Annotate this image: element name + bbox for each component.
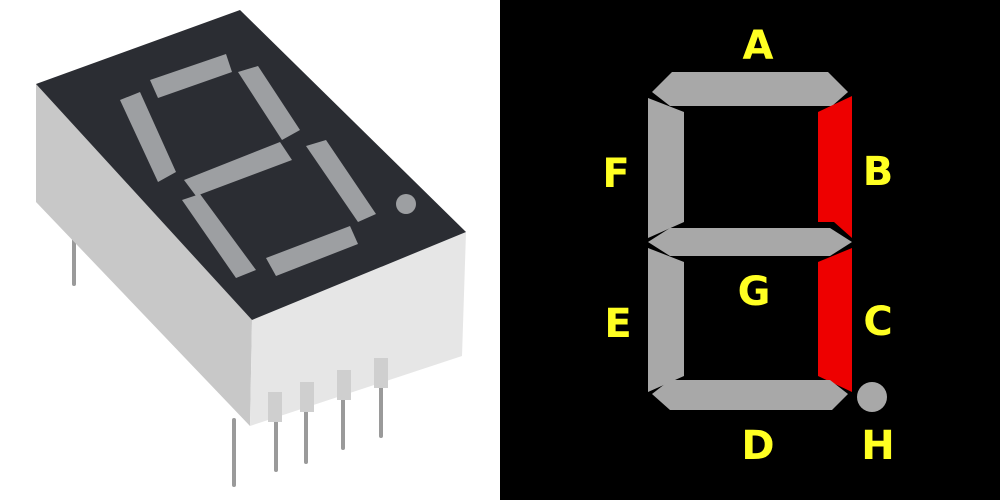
label-a: A: [743, 23, 774, 69]
seven-segment-display-photo: [36, 10, 466, 487]
label-e: E: [604, 301, 631, 347]
label-h: H: [861, 423, 894, 469]
display-case-left: [36, 84, 252, 426]
photo-segment-g: [184, 142, 292, 196]
photo-segment-a: [150, 54, 232, 98]
segment-f: [648, 98, 684, 238]
segment-e: [648, 248, 684, 392]
label-b: B: [863, 149, 894, 195]
photo-segment-f: [120, 92, 176, 182]
photo-segment-e: [182, 194, 256, 278]
display-case-front: [250, 232, 466, 426]
segment-diagram-drawing: A B C D E F G H: [602, 23, 894, 469]
segment-g: [648, 228, 852, 256]
label-c: C: [863, 299, 892, 345]
photo-segment-c: [306, 140, 376, 222]
segment-d: [652, 380, 848, 410]
display-photo-segments: [120, 54, 376, 278]
label-g: G: [738, 269, 771, 315]
photo-segment-b: [238, 66, 300, 140]
photo-segment-d: [266, 226, 358, 276]
segment-a: [652, 72, 848, 106]
segment-diagram: A B C D E F G H: [500, 0, 1000, 500]
display-photo-drawing: [36, 10, 466, 487]
segment-b: [818, 96, 852, 238]
photo-decimal-point: [396, 194, 416, 214]
label-d: D: [741, 423, 774, 469]
display-front-pins: [268, 358, 388, 422]
segment-h-decimal-point: [857, 382, 887, 412]
label-f: F: [602, 151, 629, 197]
segment-c: [818, 248, 852, 392]
